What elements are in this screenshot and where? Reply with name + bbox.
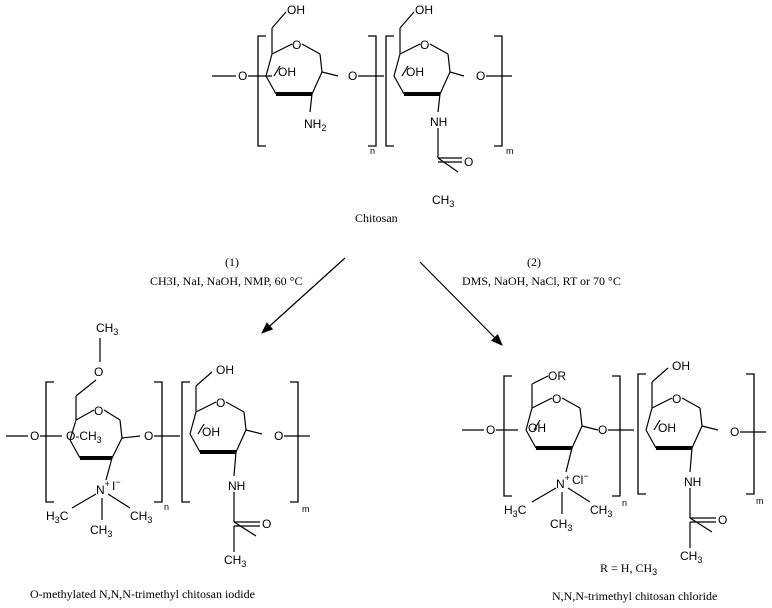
chitosan-oh-3: OH [278,65,296,79]
reaction-1: (1) CH3I, NaI, NaOH, NMP, 60 °C [150,255,346,334]
product-2-label: N,N,N-trimethyl chitosan chloride [552,589,717,603]
chitosan-ch3: CH3 [432,193,454,209]
p2-ch3-right: CH3 [590,503,612,519]
p2-ch3-bottom: CH3 [550,517,572,533]
svg-text:O: O [552,392,561,406]
chitosan-carbonyl-o: O [464,155,473,169]
chitosan-oh-3b: OH [406,65,424,79]
p2-oh-3: OH [528,421,546,435]
reaction-2-number: (2) [527,255,541,269]
reaction-1-number: (1) [225,255,239,269]
p1-ch3-top: CH3 [96,321,118,337]
product-1-label: O-methylated N,N,N-trimethyl chitosan io… [30,587,255,601]
svg-text:O: O [672,392,681,406]
p2-sub-m: m [756,496,764,506]
p2-glycosidic-o: O [598,423,607,437]
p1-oh-6b: OH [216,363,234,377]
chitosan-sub-n: n [370,146,375,156]
p2-terminal-o: O [730,425,739,439]
chitosan-label: Chitosan [355,211,398,225]
p2-n-plus: N+ [556,473,570,491]
p1-n-plus: N+ [96,479,110,497]
p1-glycosidic-o: O [144,429,153,443]
p1-acetyl-ch3: CH3 [224,553,246,569]
p1-ch3-right: CH3 [130,509,152,525]
chitosan-terminal-o: O [476,69,485,83]
chitosan-structure: O n O OH OH NH2 O m [212,3,514,225]
p1-iodide: I− [112,477,121,493]
svg-text:O: O [216,396,225,410]
svg-text:O: O [420,38,429,52]
product-2-structure: OR O n O OH N+ Cl− H3C CH3 CH3 [462,359,766,603]
reaction-2: (2) DMS, NaOH, NaCl, RT or 70 °C [419,255,621,346]
p1-sub-m: m [302,504,310,514]
p2-oh-6b: OH [672,359,690,373]
r-definition: R = H, CH3 [600,561,657,577]
svg-text:O: O [238,69,247,83]
p2-chloride: Cl− [572,471,589,487]
arrow-1 [261,257,346,334]
chitosan-oh-1: OH [287,3,305,17]
p1-sub-n: n [164,502,169,512]
p1-terminal-o: O [274,429,283,443]
reaction-1-conditions: CH3I, NaI, NaOH, NMP, 60 °C [150,274,302,288]
chitosan-oh-6b: OH [415,3,433,17]
p1-carbonyl-o: O [262,517,271,531]
p1-nh: NH [228,479,245,493]
chitosan-glycosidic-o: O [348,69,357,83]
product-1-structure: CH3 O O n O O-CH3 N+ I− H3C CH3 [6,321,310,601]
chitosan-nh2: NH2 [304,117,326,133]
p1-oh-3b: OH [202,425,220,439]
p2-carbonyl-o: O [718,513,727,527]
p2-acetyl-ch3: CH3 [680,549,702,565]
p2-oh-3b: OH [658,421,676,435]
p2-sub-n: n [622,498,627,508]
arrow-2 [419,261,503,346]
reaction-2-conditions: DMS, NaOH, NaCl, RT or 70 °C [462,274,621,288]
p2-ch3-left: H3C [504,503,527,519]
p2-or: OR [548,369,566,383]
svg-text:O: O [292,38,301,52]
p1-ether-o: O [94,365,103,379]
p1-ch3-bottom: CH3 [90,523,112,539]
chitosan-sub-m: m [506,146,514,156]
p1-left-o: O [30,429,39,443]
chitosan-nh: NH [430,115,447,129]
p2-left-o: O [486,423,495,437]
p2-nh: NH [684,475,701,489]
svg-text:O: O [94,404,103,418]
p1-ch3-left: H3C [46,509,69,525]
p1-och3: O-CH3 [66,429,102,445]
